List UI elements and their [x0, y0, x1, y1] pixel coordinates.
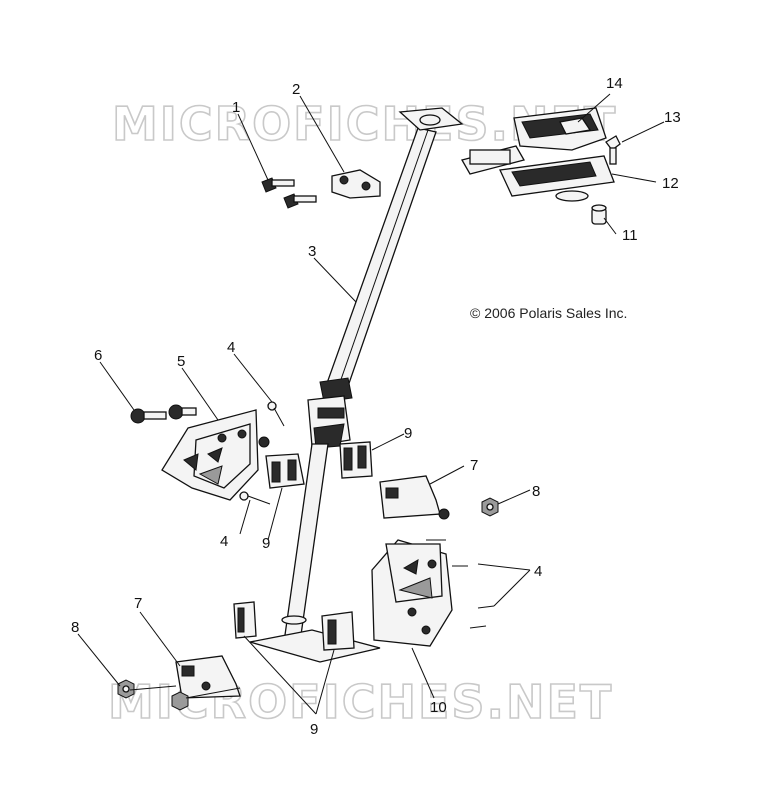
callouts: 1 2 3 4 4 4 5 6 7 7 8 8 9 9 9 10 11 12 1…	[71, 75, 681, 738]
callout-2: 2	[292, 81, 300, 98]
pin-4-right	[426, 539, 495, 629]
callout-9-bottom: 9	[310, 721, 318, 738]
callout-13: 13	[664, 109, 681, 126]
nut-8-upper	[481, 497, 499, 517]
universal-joint	[307, 377, 353, 449]
copyright-text: © 2006 Polaris Sales Inc.	[470, 305, 627, 321]
bushing-9-left	[265, 453, 305, 489]
callout-14: 14	[606, 75, 623, 92]
left-bracket	[161, 409, 270, 501]
pivot-housing	[461, 107, 615, 202]
callout-12: 12	[662, 175, 679, 192]
clamp-7-lower	[175, 655, 241, 699]
callout-9-right: 9	[404, 425, 412, 442]
leader-lines	[77, 93, 665, 715]
callout-1: 1	[232, 99, 240, 116]
bolt-1	[261, 177, 317, 209]
callout-3: 3	[308, 243, 316, 260]
pin-4-lower	[239, 491, 271, 505]
steering-shaft	[281, 107, 464, 643]
clamp-7-upper	[379, 475, 450, 520]
callout-4-lower: 4	[220, 533, 228, 550]
bushing-9-lower-left	[233, 601, 257, 639]
callout-11: 11	[622, 227, 638, 244]
clamp-2	[331, 169, 381, 199]
bushing-9-lower-right	[321, 611, 355, 651]
pin-4-upper	[267, 401, 285, 427]
bolt-6	[130, 404, 197, 424]
callout-9-left: 9	[262, 535, 270, 552]
callout-10: 10	[430, 699, 447, 716]
steering-base-bracket	[249, 539, 453, 663]
callout-4-right: 4	[534, 563, 542, 580]
callout-8-lower: 8	[71, 619, 79, 636]
callout-5: 5	[177, 353, 185, 370]
bushing-9-right	[339, 441, 373, 479]
callout-7-upper: 7	[470, 457, 478, 474]
bolt-13	[605, 135, 621, 165]
callout-6: 6	[94, 347, 102, 364]
callout-4-upper: 4	[227, 339, 235, 356]
bushing-11	[591, 204, 607, 225]
nut-8-lower	[117, 679, 189, 711]
callout-7-lower: 7	[134, 595, 142, 612]
callout-8-upper: 8	[532, 483, 540, 500]
